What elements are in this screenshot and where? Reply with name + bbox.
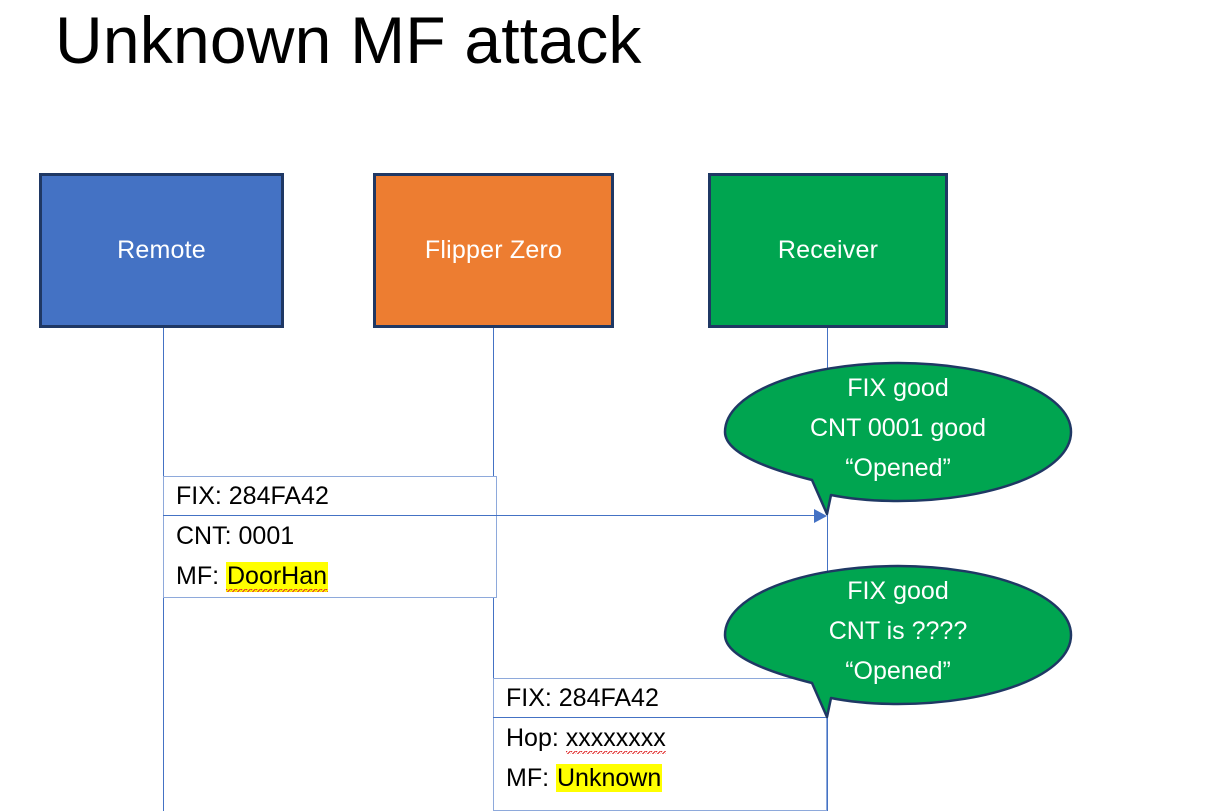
actor-box-remote[interactable]: Remote xyxy=(39,173,284,328)
message-label-bottom-2: Hop: xxxxxxxx MF: Unknown xyxy=(493,718,827,811)
message-2-line3: MF: Unknown xyxy=(506,758,826,798)
message-2-line2-label: Hop: xyxy=(506,724,559,752)
message-2-line3-label: MF: xyxy=(506,764,550,792)
message-label-top-1: FIX: 284FA42 xyxy=(163,476,497,515)
message-1-line3: MF: DoorHan xyxy=(176,556,496,596)
actor-label-receiver: Receiver xyxy=(777,236,879,264)
message-label-bottom-1: CNT: 0001 MF: DoorHan xyxy=(163,516,497,598)
message-1-line2-value: 0001 xyxy=(238,522,295,550)
message-1-line1: FIX: 284FA42 xyxy=(176,482,329,510)
arrow-head-remote-to-receiver xyxy=(814,509,827,523)
message-1-line3-label: MF: xyxy=(176,562,220,590)
actor-label-flipper: Flipper Zero xyxy=(424,236,563,264)
message-2-line2-value: xxxxxxxx xyxy=(565,724,666,754)
page-title: Unknown MF attack xyxy=(55,3,642,77)
message-2-line2: Hop: xxxxxxxx xyxy=(506,718,826,758)
actor-box-receiver[interactable]: Receiver xyxy=(708,173,948,328)
speech-bubble-shape-2 xyxy=(723,564,1073,719)
message-1-line2: CNT: 0001 xyxy=(176,516,496,556)
lifeline-receiver xyxy=(827,328,828,811)
actor-box-flipper[interactable]: Flipper Zero xyxy=(373,173,614,328)
speech-bubble-first-reception[interactable]: FIX good CNT 0001 good “Opened” xyxy=(723,361,1073,516)
message-1-line3-value: DoorHan xyxy=(226,562,329,592)
arrow-line-remote-to-receiver xyxy=(163,515,815,516)
message-2-line1: FIX: 284FA42 xyxy=(506,684,659,712)
arrow-line-flipper-to-receiver xyxy=(493,717,815,718)
speech-bubble-second-reception[interactable]: FIX good CNT is ???? “Opened” xyxy=(723,564,1073,719)
actor-label-remote: Remote xyxy=(117,236,206,264)
message-1-line2-label: CNT: xyxy=(176,522,232,550)
message-label-top-2: FIX: 284FA42 xyxy=(493,678,827,717)
speech-bubble-shape-1 xyxy=(723,361,1073,516)
message-2-line3-value: Unknown xyxy=(556,764,663,792)
